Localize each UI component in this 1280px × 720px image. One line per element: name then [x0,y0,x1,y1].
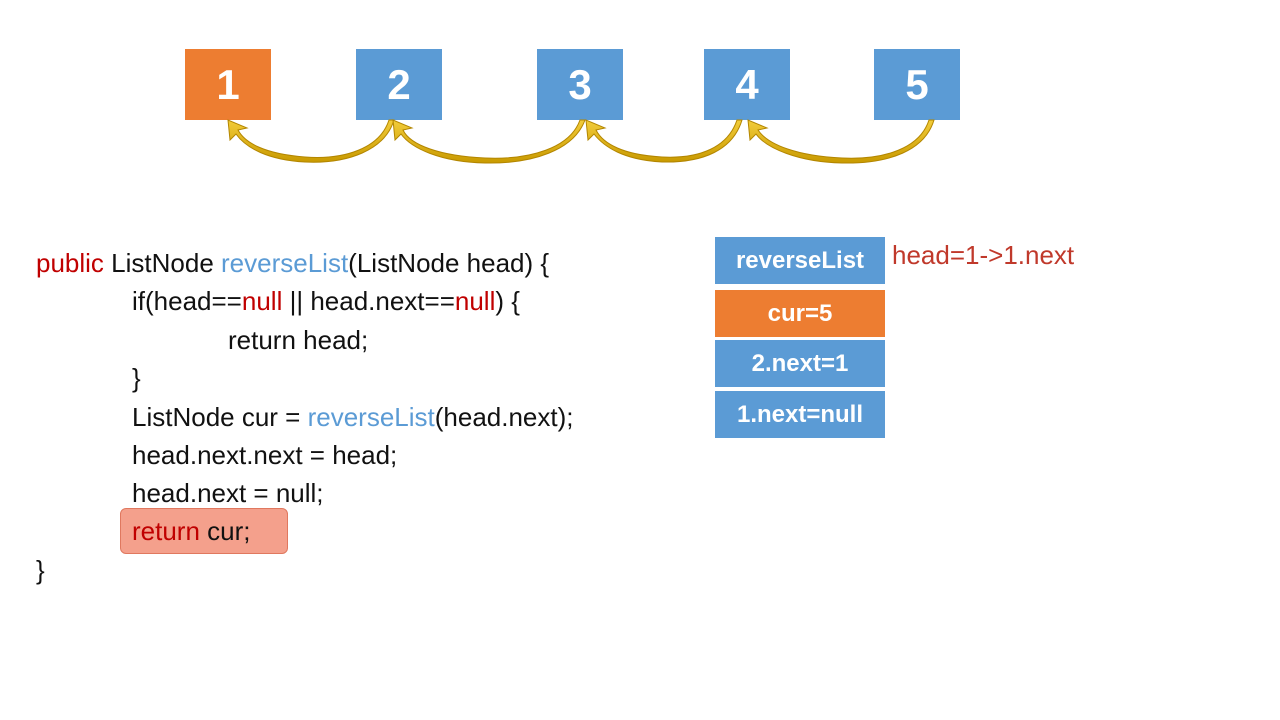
code-line-3: return head; [228,325,369,355]
code-line-1: public ListNode reverseList(ListNode hea… [36,244,549,282]
keyword-null: null [454,286,496,316]
list-node-3: 3 [537,49,623,120]
code-line-6: head.next.next = head; [132,440,398,470]
code-line-4: } [132,363,141,393]
list-node-5: 5 [874,49,960,120]
call-stack-title: reverseList [715,237,885,284]
stack-frame: 2.next=1 [715,340,885,387]
arrow-2-to-1 [227,119,395,163]
list-node-4: 4 [704,49,790,120]
node-label: 2 [387,60,411,108]
current-line-highlight [120,508,288,554]
code-text: ListNode [103,248,222,278]
node-label: 5 [905,60,929,108]
function-name: reverseList [307,402,435,432]
node-label: 4 [735,60,759,108]
code-text: (ListNode head) { [348,248,550,278]
stack-frame: 1.next=null [715,391,885,438]
arrow-4-to-3 [585,119,743,163]
code-line-7: head.next = null; [132,478,324,508]
node-label: 1 [216,60,240,108]
node-label: 3 [568,60,592,108]
function-name: reverseList [221,248,349,278]
code-text: if(head== [132,286,242,316]
keyword-public: public [36,248,104,278]
code-text: ListNode cur = [132,402,308,432]
list-node-2: 2 [356,49,442,120]
code-text: cur; [199,516,251,546]
keyword-return: return [132,516,200,546]
keyword-null: null [241,286,283,316]
reverse-arrows [227,119,935,164]
stack-frame: cur=5 [715,290,885,337]
code-line-8: return cur; [132,512,251,550]
code-text: ) { [495,286,520,316]
code-line-5: ListNode cur = reverseList(head.next); [132,398,574,436]
code-text: (head.next); [434,402,574,432]
arrow-5-to-4 [747,119,935,164]
annotation-note: head=1->1.next [892,240,1075,270]
code-text: || head.next== [282,286,455,316]
code-line-9: } [36,555,45,585]
list-node-1: 1 [185,49,271,120]
arrow-3-to-2 [392,119,586,164]
code-line-2: if(head==null || head.next==null) { [132,282,520,320]
